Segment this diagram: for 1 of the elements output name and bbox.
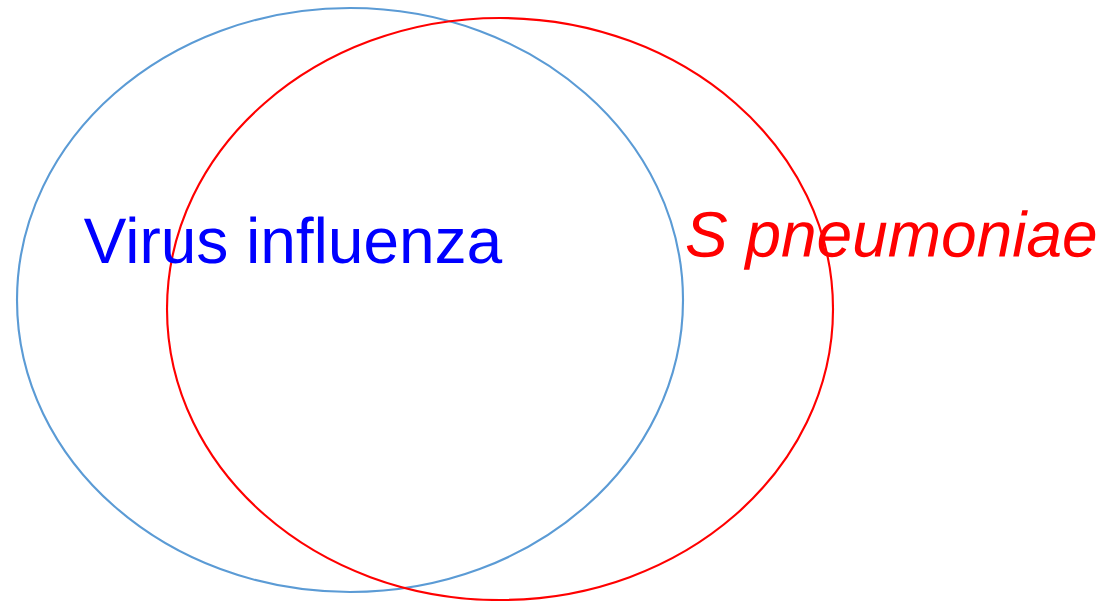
venn-ellipse [15,6,685,594]
